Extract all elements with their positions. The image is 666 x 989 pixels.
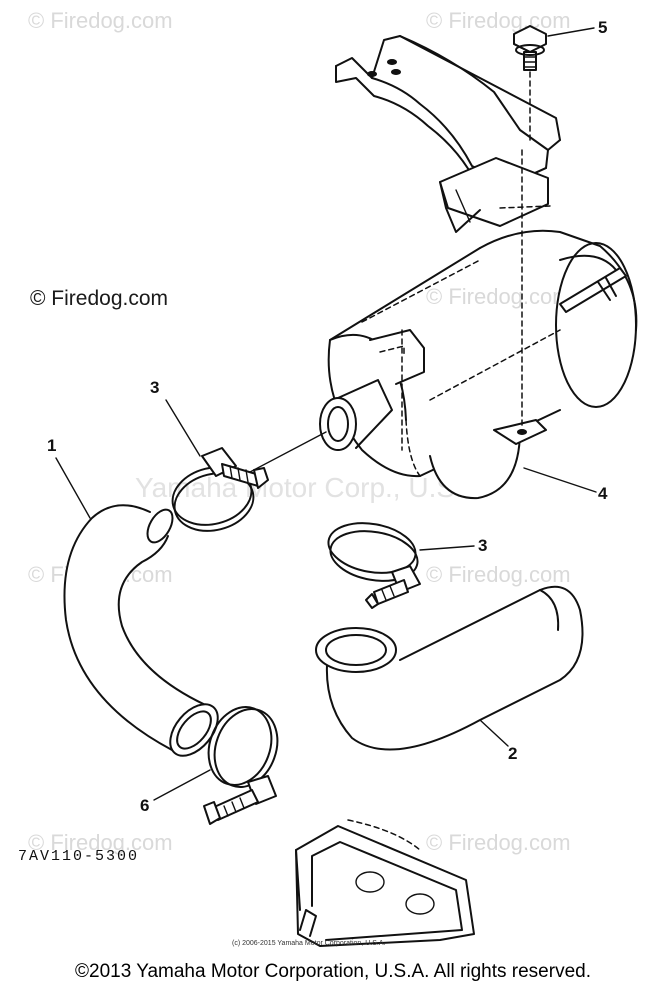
intake-box-lower: [295, 819, 475, 947]
hose-clamp-part-6: [203, 706, 279, 825]
watermark-top-right: © Firedog.com: [426, 8, 571, 33]
watermark-top-left: © Firedog.com: [28, 8, 173, 33]
leader-2: [479, 719, 509, 747]
bolt-part-5: [513, 25, 547, 141]
leader-1: [55, 457, 91, 519]
callout-6: 6: [140, 796, 150, 815]
small-copyright: (c) 2006-2015 Yamaha Motor Corporation, …: [232, 940, 386, 947]
callout-5: 5: [598, 18, 608, 37]
callout-1: 1: [47, 436, 57, 455]
watermark-center: Yamaha Motor Corp., U.S.A.: [135, 472, 490, 503]
leader-3a: [165, 399, 201, 457]
hose-clamp-middle: [327, 522, 421, 609]
callout-4: 4: [598, 484, 608, 503]
watermark-bottom-left: © Firedog.com: [28, 830, 173, 855]
hose-part-1: [63, 504, 219, 757]
leader-6: [153, 769, 211, 801]
callout-2: 2: [508, 744, 518, 763]
air-filter-housing: [249, 149, 638, 500]
watermark-bottom-right: © Firedog.com: [426, 830, 571, 855]
callout-3-lower: 3: [478, 536, 488, 555]
watermark-right-mid: © Firedog.com: [426, 562, 571, 587]
mounting-bracket: [335, 35, 561, 233]
callout-3-upper: 3: [150, 378, 160, 397]
footer-copyright: ©2013 Yamaha Motor Corporation, U.S.A. A…: [75, 961, 591, 982]
watermark-mid-left: © Firedog.com: [30, 287, 169, 310]
leader-3b: [419, 545, 475, 551]
watermark-mid-right: © Firedog.com: [426, 284, 571, 309]
leader-5: [547, 27, 595, 37]
leader-4: [523, 467, 597, 493]
diagram-code: 7AV110-5300: [18, 848, 140, 865]
hose-part-2: [315, 585, 584, 751]
hose-clamp-upper: [171, 447, 269, 532]
